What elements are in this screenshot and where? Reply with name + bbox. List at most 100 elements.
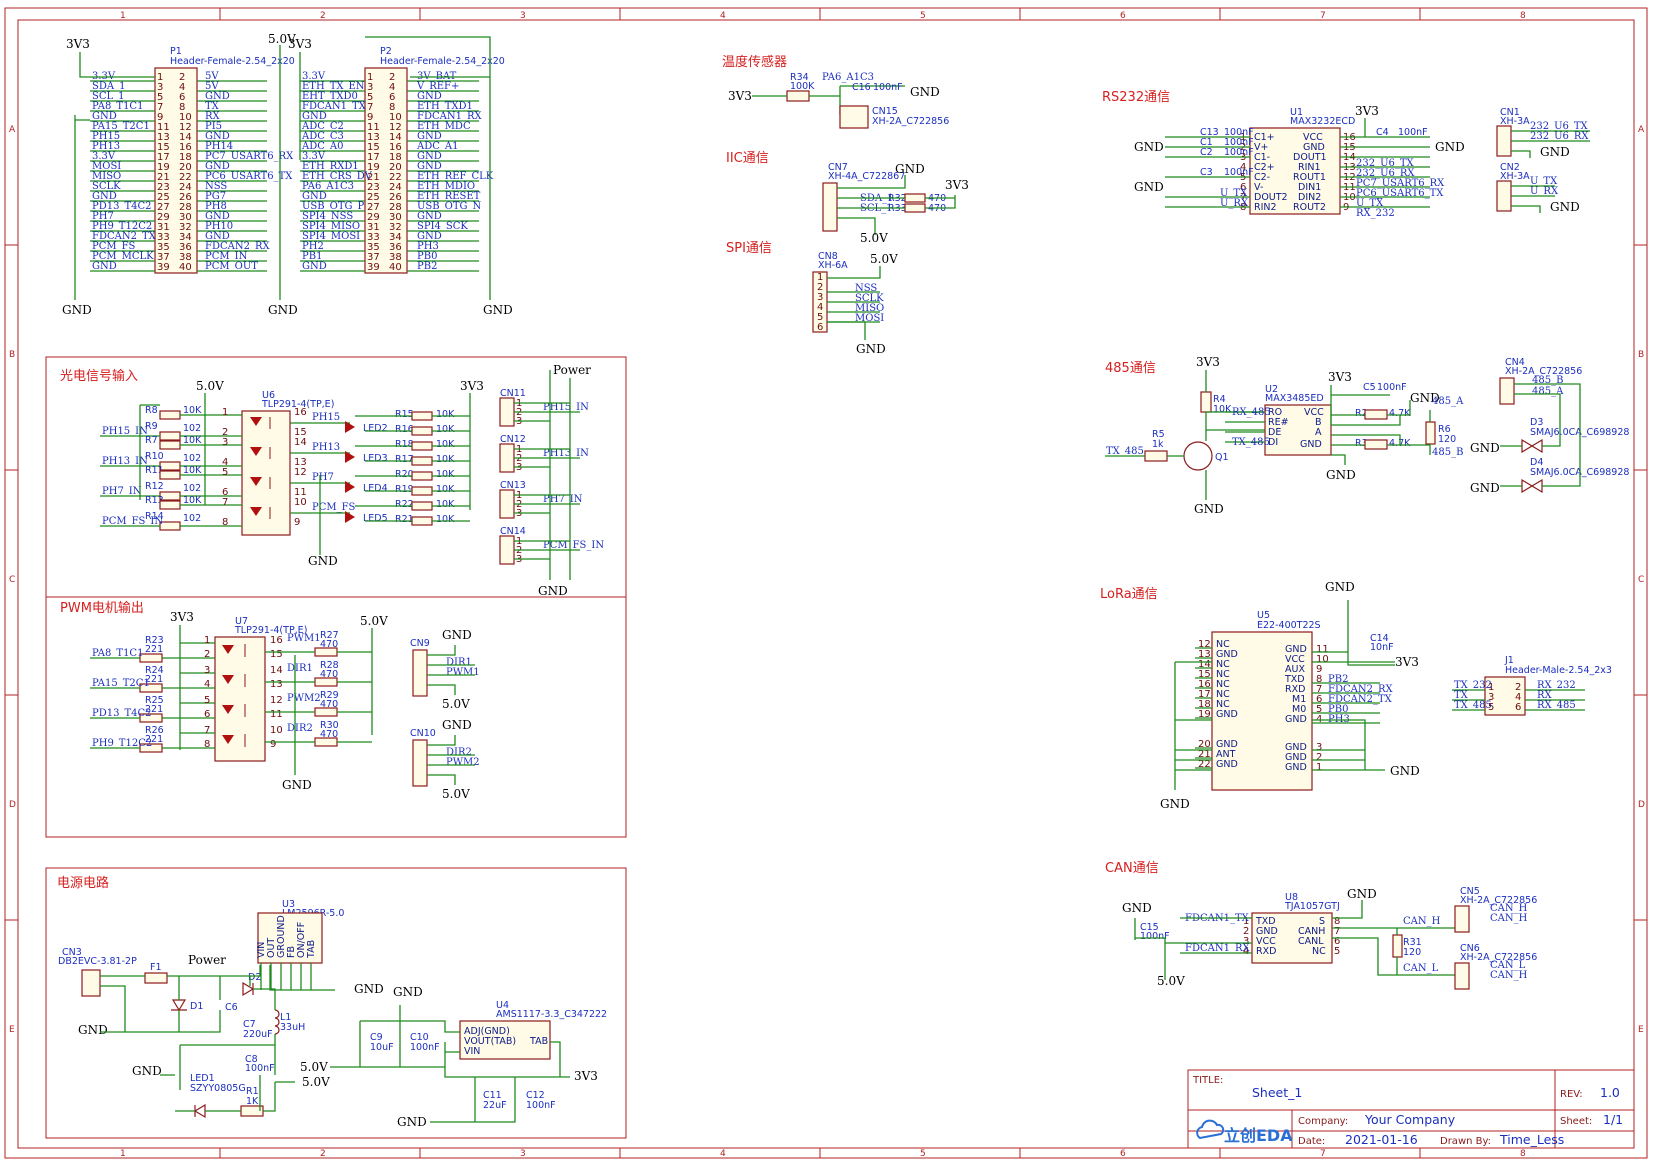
c10-ref: C10 — [410, 1032, 429, 1043]
section-can: CAN通信 — [1105, 861, 1159, 876]
pin-num: 2 — [222, 427, 228, 438]
cn10-5v: 5.0V — [442, 787, 470, 801]
res-body — [411, 426, 433, 436]
res-value: 221 — [145, 704, 163, 715]
u5-pin-left: GND — [1216, 739, 1238, 750]
pwm-input-net: PH9_T12C2 — [92, 738, 152, 749]
j1-net: TX — [1454, 690, 1469, 701]
pin-num: 15 — [1198, 669, 1211, 680]
u4-pin: VIN — [464, 1046, 480, 1057]
header-net-left: 3.3V — [92, 151, 116, 162]
res-body — [159, 440, 181, 450]
res-value: 102 — [183, 423, 201, 434]
l1-ref: L1 — [280, 1012, 291, 1023]
cn9-body — [412, 649, 428, 697]
opto-led-icon — [222, 705, 234, 714]
pin-num: 13 — [367, 132, 380, 143]
pwm-output-net: DIR2 — [287, 723, 313, 734]
p1-5v-label: 5.0V — [268, 32, 296, 46]
header-net-left: PCM_FS — [92, 241, 136, 252]
tb-title: Sheet_1 — [1252, 1085, 1302, 1100]
res-body — [314, 677, 338, 687]
pin-num: 2 — [389, 72, 395, 83]
d1-ref: D1 — [190, 1001, 203, 1012]
pin-num: 5 — [817, 312, 823, 323]
pin-num: 2 — [204, 649, 210, 660]
led1-symbol — [193, 1103, 206, 1119]
rs485-3v3-2: 3V3 — [1328, 370, 1352, 384]
r1-ref: R1 — [246, 1086, 259, 1097]
pin-num: 33 — [367, 232, 380, 243]
opto-led-icon — [222, 735, 234, 744]
u7-body — [214, 636, 266, 762]
ruler-row: A — [1638, 125, 1645, 135]
res-body — [314, 647, 338, 657]
ruler-col: 8 — [1520, 1149, 1526, 1159]
opto-led-icon — [250, 507, 262, 516]
r5-value: 1k — [1152, 439, 1164, 450]
cn2-net-1: U_TX — [1530, 176, 1558, 187]
lora-gnd-left: GND — [1160, 797, 1190, 811]
header-net-right: V_REF+ — [416, 81, 459, 92]
res-value: 10K — [436, 499, 455, 510]
ruler-col: 4 — [720, 1149, 726, 1159]
cn1-body — [1496, 125, 1512, 157]
u2-pin: DE — [1268, 427, 1281, 438]
pin-num: 16 — [179, 142, 192, 153]
pin-num: 30 — [179, 212, 192, 223]
d4-ref: D4 — [1530, 457, 1543, 468]
pin-num: 32 — [389, 222, 402, 233]
section-lora: LoRa通信 — [1100, 587, 1158, 602]
opto-led-icon — [222, 645, 234, 654]
header-net-right: ETH_TXD1 — [417, 101, 473, 112]
pin-num: 24 — [179, 182, 192, 193]
u8-pin-left: RXD — [1256, 946, 1276, 957]
u6-body — [241, 410, 291, 536]
cn1-net-2: 232_U6_RX — [1530, 131, 1589, 142]
cn8-ref: CN8 — [818, 251, 838, 262]
res-ref: R30 — [320, 720, 339, 731]
u5-pin-right: GND — [1285, 714, 1307, 725]
pwm-output-net: PWM1 — [287, 633, 321, 644]
u1-net: 232_U6_TX — [1356, 158, 1415, 169]
header-net-right: SPI4_SCK — [417, 221, 468, 232]
can-fdcan1-rx: FDCAN1_RX — [1185, 943, 1250, 954]
cn4-body — [1499, 377, 1515, 405]
pin-num: 12 — [294, 467, 307, 478]
r3-ref: R3 — [1355, 438, 1368, 449]
pin-num: 13 — [294, 457, 307, 468]
temp-3v3: 3V3 — [728, 89, 752, 103]
cap-ref: C1 — [1200, 137, 1213, 148]
opto-3v3: 3V3 — [460, 379, 484, 393]
u1-pin-left: C1+ — [1254, 132, 1275, 143]
cn-net: PH15_IN — [543, 402, 589, 413]
pin-num: 16 — [1198, 679, 1211, 690]
pin-num: 6 — [1515, 702, 1521, 713]
opto-output-net: PH7 — [312, 472, 334, 483]
r34-ref: R34 — [790, 72, 809, 83]
rs485-gnd-1: GND — [1194, 502, 1224, 516]
cap-value: 100nF — [1224, 167, 1254, 178]
u5-pin-left: ANT — [1216, 749, 1236, 760]
ldo-gnd-bottom: GND — [397, 1115, 427, 1129]
ruler-col: 2 — [320, 1149, 326, 1159]
opto-power: Power — [553, 363, 591, 377]
pwm-5v: 5.0V — [360, 614, 388, 628]
u5-pin-left: NC — [1216, 689, 1230, 700]
u1-net: PC7_USART6_RX — [1356, 178, 1445, 189]
cn9-gnd: GND — [442, 628, 472, 642]
cn4-gnd-1: GND — [1470, 441, 1500, 455]
temp-wires — [752, 85, 905, 115]
u4-pin: TAB — [529, 1036, 548, 1047]
res-ref: R17 — [395, 454, 414, 465]
c14-ref: C14 — [1370, 633, 1389, 644]
u1-pin-left: C1- — [1254, 152, 1270, 163]
led1-value: SZYY0805G — [190, 1083, 246, 1094]
pin-num: 9 — [367, 112, 373, 123]
res-ref: R13 — [145, 495, 164, 506]
header-net-right: PCM_IN — [205, 251, 248, 262]
